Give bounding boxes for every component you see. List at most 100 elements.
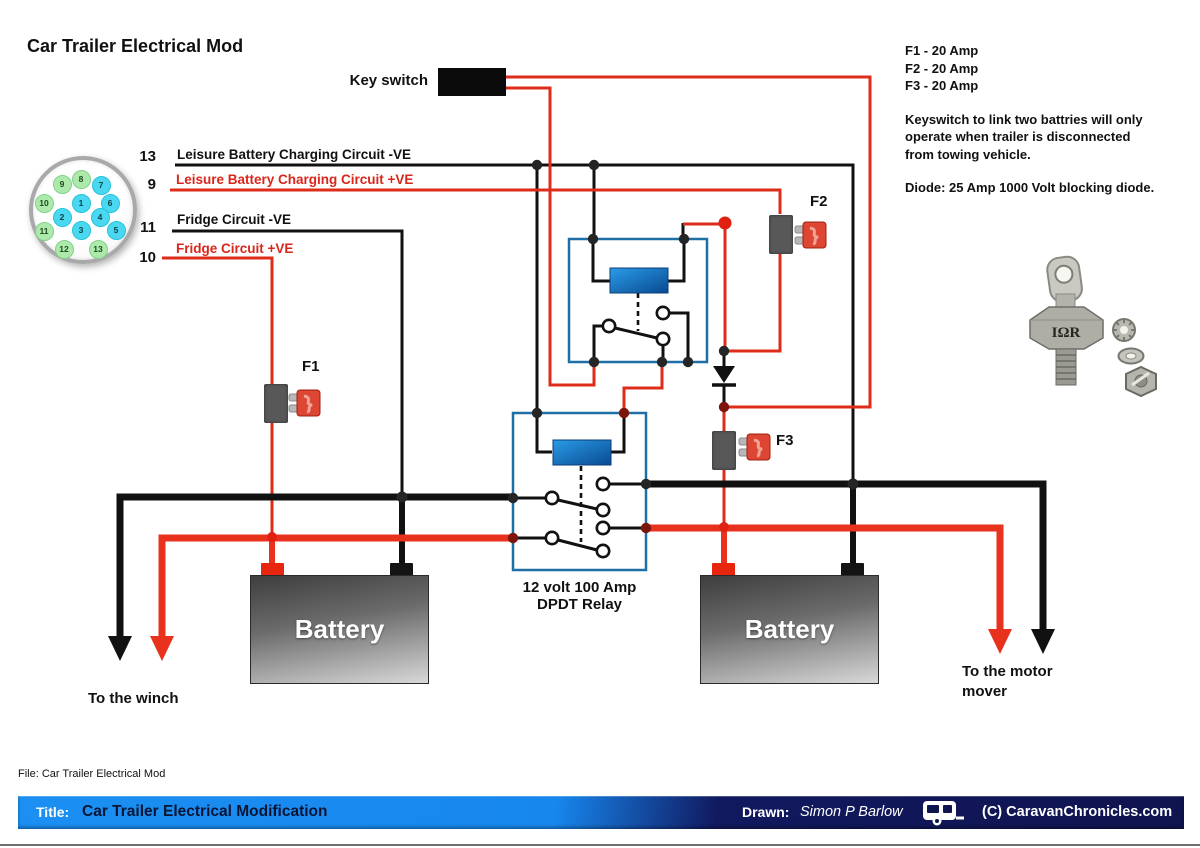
left-battery-negative-terminal — [390, 563, 413, 576]
motor-mover-label-line2: mover — [962, 683, 1008, 700]
pin-number: 7 — [98, 180, 104, 190]
lower-relay-box — [511, 411, 648, 572]
connector-pin: 6 — [100, 193, 120, 213]
upper-relay-pivot-contact — [601, 318, 617, 334]
upper-relay-coil — [609, 267, 669, 294]
lower-relay-fixed-contact-1 — [595, 476, 611, 492]
diode-photo: IΩR — [1029, 255, 1157, 398]
page-bottom-rule — [0, 844, 1200, 846]
mover-positive-arrow — [988, 629, 1012, 654]
upper-relay-box — [567, 237, 709, 364]
fuse-rating-f3: F3 - 20 Amp — [905, 78, 979, 93]
pin-number: 6 — [107, 198, 113, 208]
right-battery: Battery — [700, 575, 879, 684]
bus-positive-right — [646, 524, 1004, 632]
lower-relay-arm-tip-contact-2 — [595, 543, 611, 559]
keyswitch-note-line3: from towing vehicle. — [905, 146, 1031, 162]
hex-nut — [1125, 365, 1157, 398]
upper-relay-pivot-lead — [592, 324, 603, 359]
lower-relay-coil-lead-right — [611, 416, 626, 454]
circuit-pin-number: 10 — [139, 249, 156, 266]
fuse-f1-label: F1 — [302, 358, 320, 375]
diode-brand-text: IΩR — [1052, 325, 1081, 341]
relay-caption: 12 volt 100 Amp DPDT Relay — [513, 579, 646, 613]
blade-fuse-icon — [288, 389, 321, 417]
upper-relay-coil-lead-left — [591, 241, 610, 283]
relay-caption-line2: DPDT Relay — [536, 596, 623, 613]
bus-negative-right — [646, 480, 1047, 632]
notes-block: F1 - 20 Amp F2 - 20 Amp F3 - 20 Amp Keys… — [905, 42, 1197, 197]
page-title: Car Trailer Electrical Mod — [27, 36, 244, 56]
connector-pin: 8 — [71, 169, 91, 189]
lower-relay-coil — [552, 439, 612, 466]
diode-symbol — [713, 366, 735, 383]
upper-relay-fixed-contact — [655, 305, 671, 321]
lower-relay-arm-tip-contact-1 — [595, 502, 611, 518]
pin-number: 3 — [78, 225, 84, 235]
keyswitch-note-line1: Keyswitch to link two battries will only — [905, 111, 1143, 127]
wire-keyswitch-top — [506, 75, 872, 409]
winch-positive-arrow — [150, 636, 174, 661]
circuit-pin-number: 9 — [147, 176, 156, 193]
connector-pin: 7 — [91, 175, 111, 195]
pin-number: 4 — [97, 212, 103, 222]
diode-note: Diode: 25 Amp 1000 Volt blocking diode. — [905, 180, 1155, 195]
battery-label: Battery — [744, 614, 835, 644]
junction-dots — [396, 159, 859, 504]
connector-pin: 12 — [54, 239, 74, 259]
connector-pin: 11 — [34, 221, 54, 241]
right-battery-negative-terminal — [841, 563, 864, 576]
footer-title-label: Title: — [36, 804, 70, 820]
wire-leisure-positive — [170, 188, 782, 214]
connector-pin: 5 — [106, 220, 126, 240]
bus-negative-left — [116, 493, 513, 640]
motor-mover-label-line1: To the motor — [962, 663, 1053, 680]
circuit-label: Fridge Circuit -VE — [177, 212, 292, 227]
footer-title-text: Car Trailer Electrical Modification — [82, 803, 328, 820]
fuse-f2-body — [769, 215, 793, 254]
lower-relay-pivot-contact-2 — [544, 530, 560, 546]
winch-negative-arrow — [108, 636, 132, 661]
upper-relay-switch-arm — [614, 326, 658, 340]
blade-fuse-icon — [738, 433, 771, 461]
footer-copyright: (C) CaravanChronicles.com — [982, 804, 1173, 820]
connector-pin: 13 — [88, 239, 108, 259]
pin-number: 10 — [39, 198, 49, 208]
circuit-label: Leisure Battery Charging Circuit +VE — [176, 172, 414, 187]
wire-fridge-negative — [172, 229, 404, 495]
fuse-rating-f1: F1 - 20 Amp — [905, 43, 979, 58]
key-switch — [438, 68, 506, 96]
keyswitch-note-line2: operate when trailer is disconnected — [905, 129, 1131, 144]
pin-number: 5 — [113, 225, 119, 235]
connector-pin: 10 — [34, 193, 54, 213]
fuse-f1-body — [264, 384, 288, 423]
relay-caption-line1: 12 volt 100 Amp — [522, 579, 637, 596]
fuse-f3-label: F3 — [776, 432, 794, 449]
fuse-rating-f2: F2 - 20 Amp — [905, 60, 979, 76]
lower-relay-pivot-contact-1 — [544, 490, 560, 506]
pin-number: 13 — [93, 244, 103, 254]
upper-relay-arm-tip-contact — [655, 331, 671, 347]
blade-fuse-icon — [794, 221, 827, 249]
star-washer — [1112, 318, 1136, 342]
wire-leisure-negative — [175, 163, 855, 482]
lower-relay-coil-lead-left — [535, 416, 552, 454]
pin-number: 8 — [78, 174, 84, 184]
pin-number: 12 — [59, 244, 69, 254]
circuit-pin-number: 11 — [140, 219, 156, 236]
wire-f2-to-diode — [727, 253, 782, 353]
wire-upper-to-lower-relay — [622, 364, 664, 411]
pin-number: 1 — [78, 198, 84, 208]
connector-pin: 1 — [71, 193, 91, 213]
fuse-f2-label: F2 — [810, 193, 828, 210]
flat-washer — [1117, 347, 1145, 365]
left-battery: Battery — [250, 575, 429, 684]
wire-fridge-positive — [162, 256, 274, 535]
connector-pin: 2 — [52, 207, 72, 227]
battery-label: Battery — [294, 614, 385, 644]
footer-title-bar — [18, 796, 1184, 829]
upper-relay-fixed-lead — [670, 311, 690, 359]
lower-relay-switch-arm-2 — [557, 538, 598, 552]
right-battery-positive-terminal — [712, 563, 735, 576]
